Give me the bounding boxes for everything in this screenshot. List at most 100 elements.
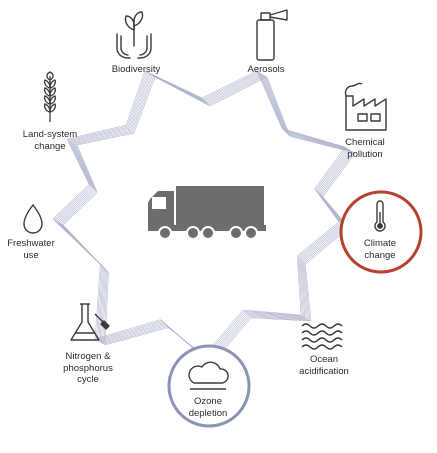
connection-ray [69, 126, 129, 141]
connection-ray [263, 74, 288, 134]
connection-ray [128, 73, 150, 129]
connection-ray [303, 262, 311, 321]
connection-ray [71, 128, 131, 143]
waves-icon [301, 323, 343, 350]
connection-ray [62, 224, 109, 273]
label-ocean-acidification: Ocean acidification [299, 354, 349, 377]
highlight-rings [167, 190, 423, 428]
label-biodiversity: Biodiversity [111, 64, 161, 75]
connection-ray [301, 224, 345, 261]
connection-ray [287, 134, 353, 152]
connection-ray [126, 71, 147, 127]
connection-ray [304, 263, 312, 322]
factory-icon [344, 82, 387, 131]
connection-ray [102, 325, 167, 344]
connection-ray [266, 76, 291, 137]
connection-ray [208, 76, 266, 106]
connection-ray [125, 70, 146, 126]
connection-ray [261, 73, 287, 133]
thermometer-icon [374, 200, 386, 232]
connection-ray [73, 129, 132, 144]
connection-ray [57, 188, 94, 223]
connection-ray [73, 142, 95, 190]
connection-ray [289, 136, 356, 154]
connection-ray [300, 224, 343, 260]
connection-ray [297, 256, 303, 316]
connection-ray [62, 192, 98, 226]
connection-ray [260, 73, 286, 132]
connection-ray [296, 255, 302, 316]
connection-ray [68, 139, 91, 186]
connection-ray [301, 260, 308, 319]
connection-ray [131, 75, 153, 132]
connection-ray [99, 268, 105, 343]
connection-ray [247, 314, 308, 320]
connection-ray [55, 186, 92, 221]
connection-ray [250, 317, 312, 322]
hands-sprout-icon [116, 11, 152, 59]
connection-ray [96, 320, 162, 341]
connection-ray [283, 130, 348, 149]
label-chemical-pollution: Chemical pollution [345, 137, 385, 160]
connection-ray [97, 266, 103, 341]
connection-ray [69, 140, 92, 187]
connection-ray [127, 72, 148, 128]
connection-ray [104, 327, 169, 346]
connection-ray [321, 152, 355, 196]
label-land-system-change: Land-system change [22, 129, 78, 152]
connection-ray [203, 72, 260, 101]
connection-ray [202, 71, 259, 100]
connection-ray [314, 146, 346, 189]
label-nitrogen-phosphorus: Nitrogen & phosphorus cycle [63, 351, 113, 385]
flask-icon [70, 303, 110, 341]
connection-ray [243, 310, 303, 317]
connection-ray [59, 189, 95, 223]
connection-ray [209, 76, 268, 107]
water-drop-icon [23, 203, 43, 234]
connection-ray [94, 319, 161, 340]
label-ozone-depletion: Ozone depletion [188, 396, 228, 419]
connection-ray [98, 322, 164, 342]
connection-ray [99, 323, 165, 343]
connection-ray [315, 147, 347, 190]
cloud-icon [188, 361, 229, 390]
connection-ray [66, 124, 127, 140]
connection-ray [70, 141, 93, 188]
connection-ray [317, 149, 350, 192]
connection-ray [316, 148, 348, 191]
connection-ray [319, 150, 352, 194]
connection-ray [256, 70, 283, 129]
connection-ray [302, 261, 309, 320]
highlight-ring [167, 344, 251, 428]
label-climate-change: Climate change [363, 238, 397, 261]
connection-ray [56, 187, 93, 222]
connection-ray [318, 149, 351, 193]
connection-ray [258, 71, 284, 130]
connection-ray [300, 259, 307, 319]
connection-ray [242, 309, 302, 316]
connection-ray [52, 184, 90, 220]
connection-ray [61, 191, 97, 225]
connection-ray [74, 130, 133, 144]
connection-ray [75, 131, 134, 145]
connection-ray [204, 73, 261, 102]
connection-ray [284, 131, 349, 150]
connection-ray [320, 151, 353, 195]
connection-ray [74, 143, 96, 191]
connection-ray [76, 144, 98, 193]
label-aerosols: Aerosols [247, 64, 285, 75]
connection-ray [297, 221, 340, 257]
connection-ray [207, 75, 265, 105]
connection-ray [264, 75, 289, 135]
connection-ray [60, 190, 96, 224]
connection-ray [286, 133, 352, 152]
connection-ray [98, 267, 104, 342]
connection-ray [285, 132, 351, 151]
connection-ray [71, 141, 94, 189]
connection-rays [52, 70, 356, 364]
connection-ray [246, 313, 307, 319]
connection-ray [68, 125, 128, 141]
connection-ray [101, 269, 106, 343]
